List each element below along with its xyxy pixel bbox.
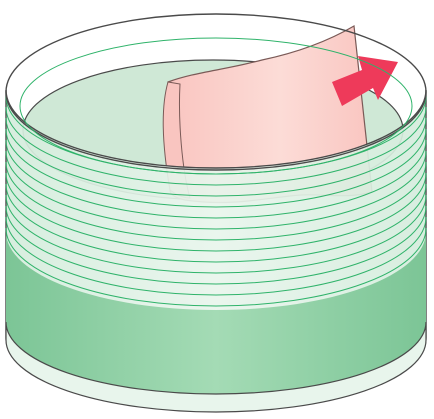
coiled-sheet-diagram xyxy=(0,0,434,419)
